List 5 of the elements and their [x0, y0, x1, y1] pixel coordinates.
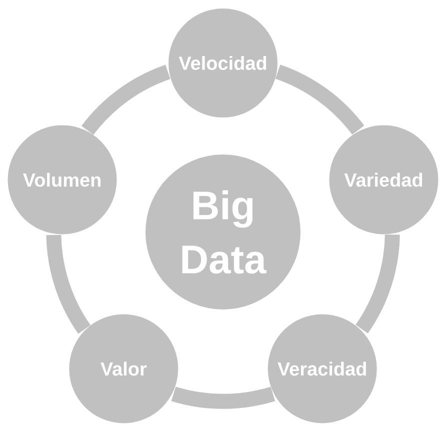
ring-segment: [171, 386, 275, 409]
ring-segment: [275, 64, 364, 135]
ring-segment: [46, 234, 91, 334]
ring-segment: [355, 234, 400, 334]
ring-segment: [82, 64, 170, 135]
